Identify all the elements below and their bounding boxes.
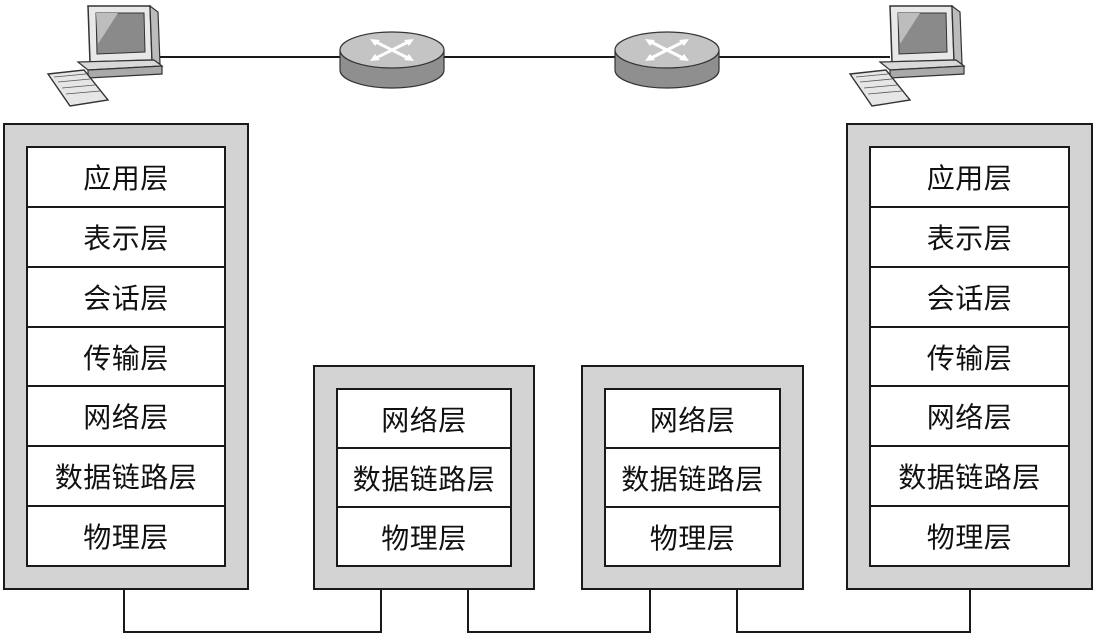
layer-session: 会话层 [871, 265, 1068, 326]
layer-transport: 传输层 [28, 325, 224, 386]
layer-physical: 物理层 [338, 506, 510, 565]
layer-session: 会话层 [28, 265, 224, 326]
layer-data-link: 数据链路层 [338, 447, 510, 506]
layer-network: 网络层 [649, 403, 736, 437]
layer-transport: 传输层 [871, 325, 1068, 386]
layer-physical: 物理层 [871, 505, 1068, 565]
physical-link-right [736, 590, 971, 633]
router-1-stack: 网络层 数据链路层 物理层 [313, 365, 535, 590]
router-1-stack-layers: 网络层 数据链路层 物理层 [336, 388, 512, 567]
router-icon [339, 31, 445, 89]
physical-link-left [123, 590, 382, 633]
layer-presentation: 表示层 [28, 205, 224, 266]
layer-physical: 物理层 [606, 506, 779, 565]
layer-data-link: 数据链路层 [871, 445, 1068, 505]
layer-network: 网络层 [381, 403, 467, 437]
computer-icon [848, 4, 966, 107]
layer-physical: 物理层 [28, 505, 224, 565]
layer-network: 网络层 [28, 385, 224, 445]
left-host-stack: 应用层 表示层 会话层 传输层 网络层 数据链路层 物理层 [3, 123, 249, 590]
layer-network: 网络层 [871, 385, 1068, 445]
left-host-stack-layers: 应用层 表示层 会话层 传输层 网络层 数据链路层 物理层 [26, 146, 226, 567]
layer-application: 应用层 [926, 161, 1013, 195]
router-2-stack: 网络层 数据链路层 物理层 [581, 365, 804, 590]
computer-icon [46, 4, 164, 107]
layer-presentation: 表示层 [871, 205, 1068, 266]
right-host-stack: 应用层 表示层 会话层 传输层 网络层 数据链路层 物理层 [846, 123, 1093, 590]
router-2-stack-layers: 网络层 数据链路层 物理层 [604, 388, 781, 567]
router-icon [614, 31, 720, 89]
layer-application: 应用层 [83, 161, 169, 195]
layer-data-link: 数据链路层 [606, 447, 779, 506]
right-host-stack-layers: 应用层 表示层 会话层 传输层 网络层 数据链路层 物理层 [869, 146, 1070, 567]
layer-data-link: 数据链路层 [28, 445, 224, 505]
physical-link-middle [467, 590, 651, 633]
